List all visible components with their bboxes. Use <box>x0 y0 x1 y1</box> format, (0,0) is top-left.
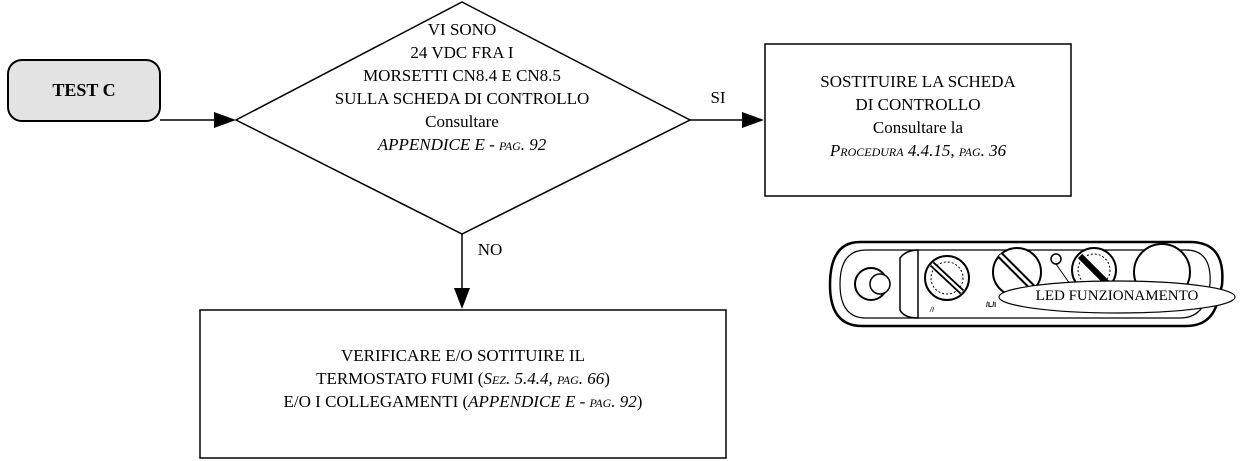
svg-text:/I: /I <box>929 307 934 314</box>
yes-reference: Procedura 4.4.15, pag. 36 <box>829 141 1007 160</box>
decision-line: SULLA SCHEDA DI CONTROLLO <box>334 89 590 108</box>
decision-reference: APPENDICE E - pag. 92 <box>290 133 634 156</box>
decision-line: Consultare <box>425 112 499 131</box>
yes-line: SOSTITUIRE LA SCHEDA <box>820 72 1016 91</box>
no-line-3-close: ) <box>636 392 643 411</box>
no-line-2-close: ) <box>604 369 610 388</box>
decision-line: MORSETTI CN8.4 E CN8.5 <box>363 66 561 85</box>
control-panel-illustration: /I /L/I <box>828 240 1236 328</box>
arrowhead-start-decision <box>214 112 236 128</box>
decision-ref-main: APPENDICE E - <box>377 135 500 154</box>
yes-line: Consultare la <box>872 118 964 137</box>
no-line-3-ref-page: pag. 92 <box>589 392 637 411</box>
no-line-3-text: E/O I COLLEGAMENTI ( <box>283 392 469 411</box>
start-node-label: TEST C <box>52 80 116 100</box>
yes-label: SI <box>710 88 726 107</box>
decision-line: VI SONO <box>427 20 497 39</box>
no-line-3-ref-main: APPENDICE E - <box>468 392 590 411</box>
decision-ref-page: pag. 92 <box>499 135 547 154</box>
no-line-2-text: TERMOSTATO FUMI ( <box>316 369 484 388</box>
start-node-shape <box>7 59 161 122</box>
yes-action-box <box>764 43 1072 197</box>
no-line-2-ref: Sez. 5.4.4, pag. 66 <box>483 369 605 388</box>
no-action-box <box>199 309 727 459</box>
yes-action-text: SOSTITUIRE LA SCHEDA DI CONTROLLO Consul… <box>765 70 1071 162</box>
no-line-2: TERMOSTATO FUMI (Sez. 5.4.4, pag. 66) <box>200 367 726 390</box>
no-label: NO <box>477 240 503 259</box>
svg-text:/L/I: /L/I <box>986 302 996 309</box>
no-action-text: VERIFICARE E/O SOTITUIRE IL TERMOSTATO F… <box>200 344 726 413</box>
no-line-3: E/O I COLLEGAMENTI (APPENDICE E - pag. 9… <box>200 390 726 413</box>
arrowhead-decision-yes <box>742 112 764 128</box>
arrowhead-decision-no <box>454 288 470 309</box>
no-line-1: VERIFICARE E/O SOTITUIRE IL <box>340 346 586 365</box>
yes-line: DI CONTROLLO <box>855 95 981 114</box>
decision-text: VI SONO 24 VDC FRA I MORSETTI CN8.4 E CN… <box>290 18 634 156</box>
led-callout-ellipse <box>998 280 1236 314</box>
decision-line: 24 VDC FRA I <box>410 43 514 62</box>
led-callout-label: LED FUNZIONAMENTO <box>1035 288 1199 304</box>
